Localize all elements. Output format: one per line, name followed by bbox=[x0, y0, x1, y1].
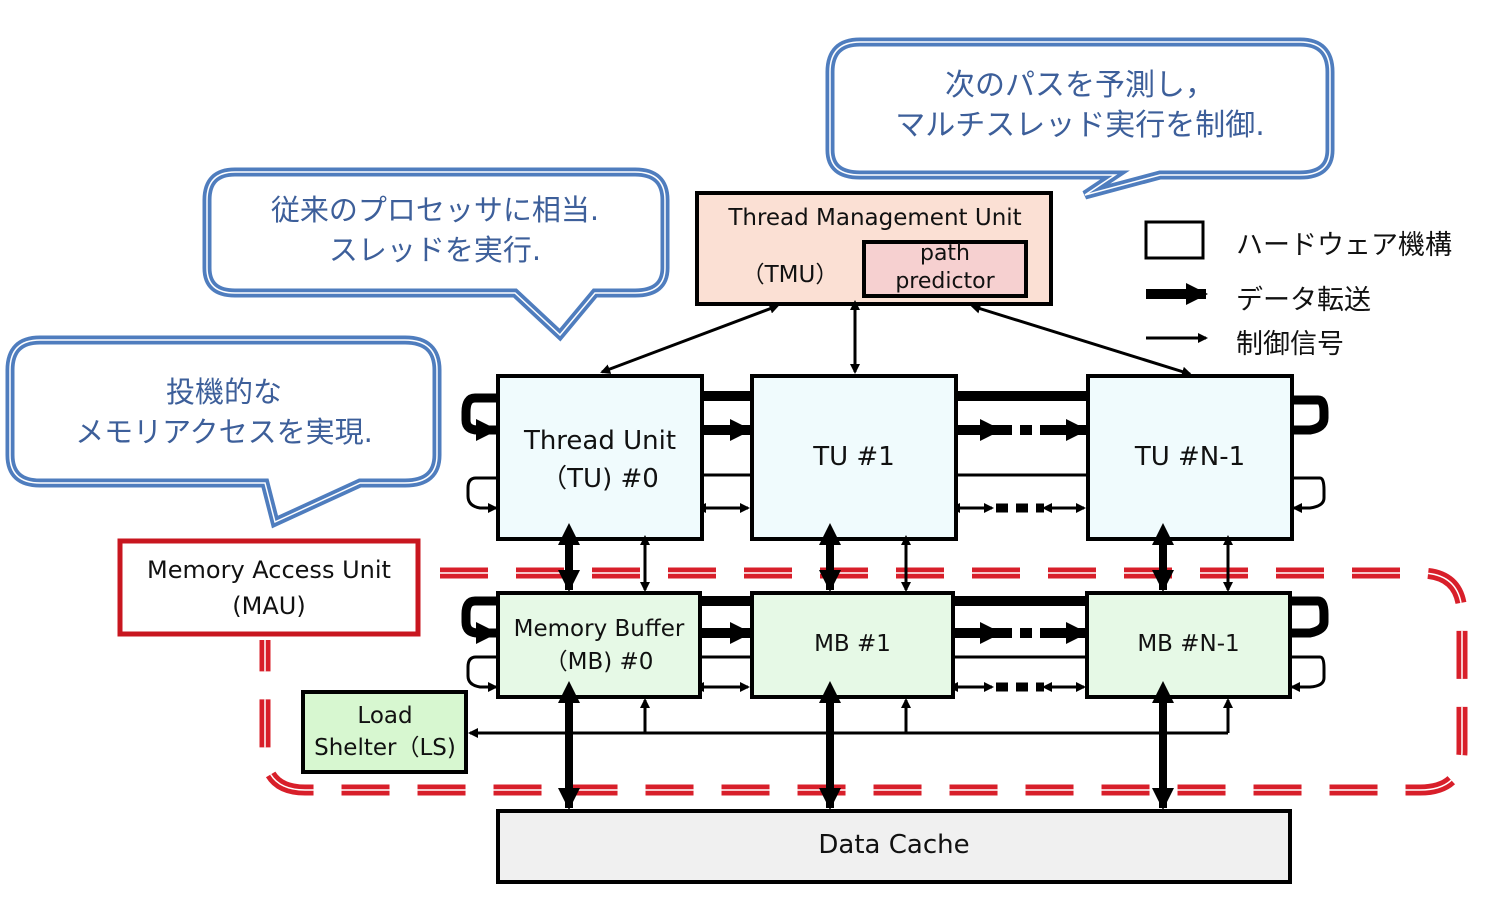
mau-label-box bbox=[117, 538, 421, 637]
path-predictor-label: path predictor bbox=[895, 241, 995, 294]
thread-unit-n-1-label: TU #N-1 bbox=[1134, 442, 1246, 472]
ls-control-bus bbox=[468, 698, 1233, 738]
callout-tu-text: 従来のプロセッサに相当. スレッドを実行. bbox=[270, 193, 600, 267]
load-shelter-box bbox=[301, 690, 468, 774]
callout-mau-text: 投機的な メモリアクセスを実現. bbox=[75, 375, 373, 449]
tmu-title: Thread Management Unit bbox=[728, 205, 1022, 231]
data-cache-label: Data Cache bbox=[818, 830, 970, 860]
callout-mau bbox=[5, 335, 442, 529]
thread-unit-1-box bbox=[750, 374, 958, 541]
callout-tmu bbox=[825, 37, 1335, 200]
thread-unit-0-box bbox=[496, 374, 704, 541]
memory-buffer-0-label: Memory Buffer （MB) #0 bbox=[513, 616, 685, 675]
callout-tmu-text: 次のパスを予測し， マルチスレッド実行を制御. bbox=[895, 68, 1265, 143]
thread-unit-0-label: Thread Unit （TU) #0 bbox=[523, 426, 677, 494]
mau-region-border bbox=[259, 567, 1468, 796]
mau-label: Memory Access Unit (MAU) bbox=[147, 556, 391, 620]
legend-data-transfer-label: データ転送 bbox=[1236, 285, 1371, 316]
legend-hardware-swatch bbox=[1144, 220, 1205, 260]
thread-unit-1-label: TU #1 bbox=[813, 442, 895, 472]
tmu-abbr: （TMU） bbox=[741, 262, 839, 288]
memory-buffer-1-label: MB #1 bbox=[814, 631, 891, 657]
mb-cache-links bbox=[558, 681, 1174, 810]
memory-buffer-1-box bbox=[750, 591, 955, 699]
memory-buffer-0-box bbox=[496, 591, 702, 699]
path-predictor-box bbox=[862, 240, 1028, 298]
tmu-control-links bbox=[600, 300, 1192, 377]
data-cache-box bbox=[496, 809, 1292, 884]
load-shelter-label: Load Shelter（LS) bbox=[314, 703, 456, 761]
thread-unit-n-1-box bbox=[1086, 374, 1294, 541]
legend-hardware-label: ハードウェア機構 bbox=[1236, 230, 1452, 261]
memory-buffer-n-1-label: MB #N-1 bbox=[1137, 631, 1240, 657]
tu-mb-links bbox=[558, 523, 1233, 592]
legend-control-signal-label: 制御信号 bbox=[1236, 329, 1344, 360]
memory-buffer-n-1-box bbox=[1085, 591, 1292, 699]
callout-tu bbox=[202, 167, 670, 342]
